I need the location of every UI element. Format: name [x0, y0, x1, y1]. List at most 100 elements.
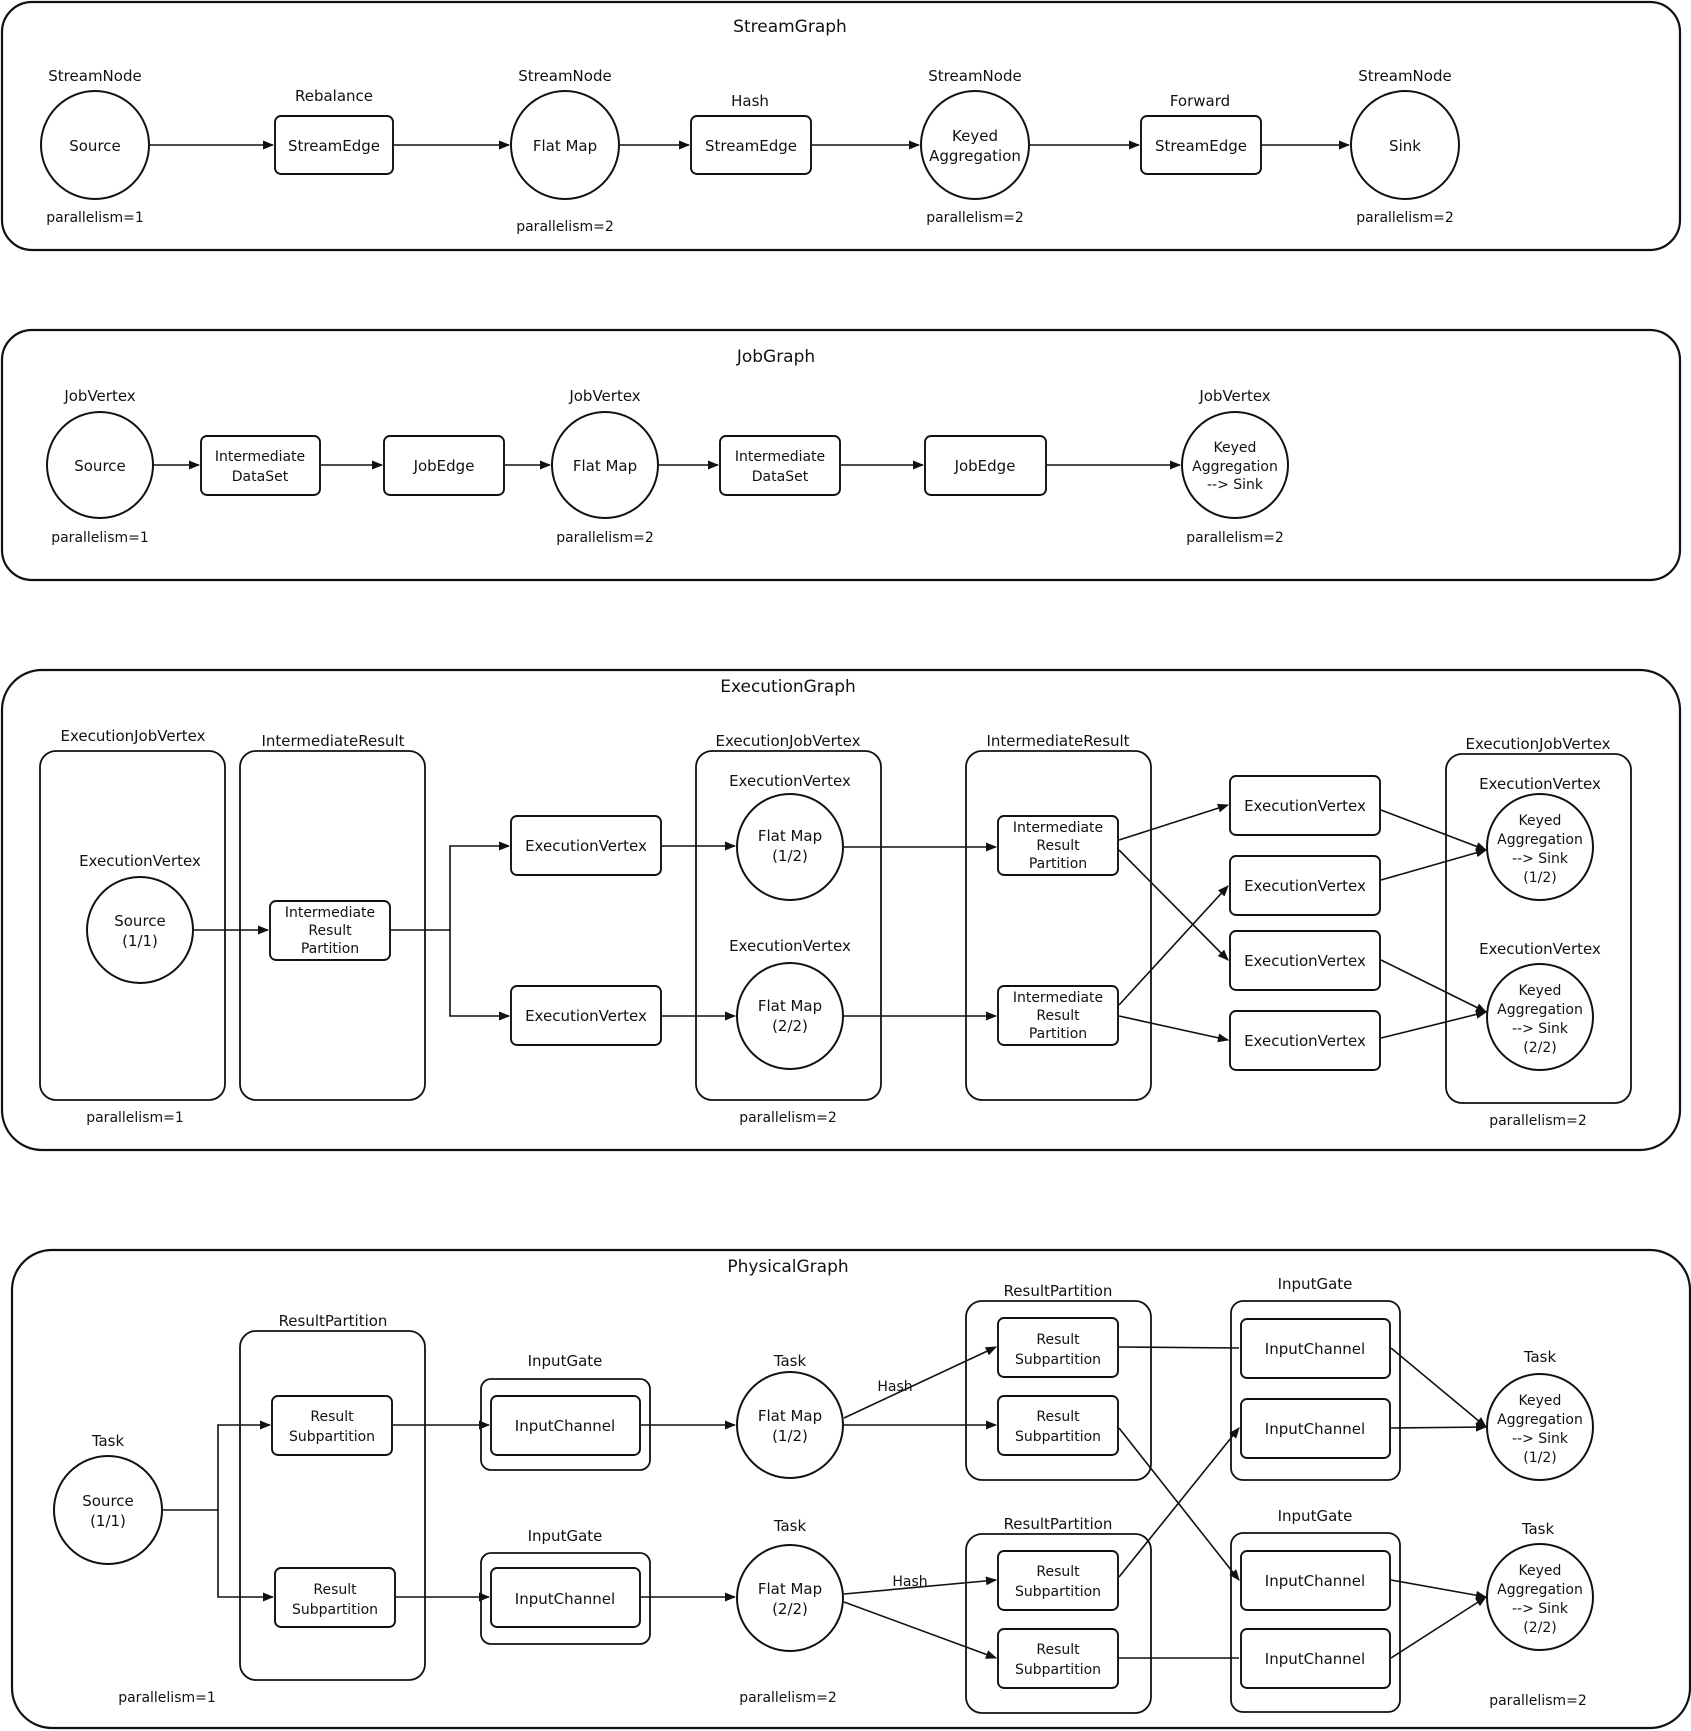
job-vertex-label-flatmap: JobVertex [568, 387, 640, 405]
input-channel-k2-2-text: InputChannel [1265, 1650, 1365, 1668]
rsp-source-1[interactable] [271, 1395, 393, 1456]
job-parallelism-source: parallelism=1 [51, 530, 149, 546]
exec-parallelism-source: parallelism=1 [86, 1110, 184, 1126]
irp-3-text-2: Result [1036, 1008, 1080, 1024]
execution-graph-arrows [194, 803, 1488, 1043]
job-ids1-text-1: Intermediate [215, 449, 305, 465]
job-edge-2-text: JobEdge [954, 457, 1016, 475]
job-graph-title: JobGraph [736, 347, 815, 367]
task-label-k2: Task [1521, 1520, 1555, 1538]
rsp-fm2-1[interactable] [997, 1550, 1119, 1611]
input-channel-k1-2[interactable] [1240, 1398, 1391, 1459]
task-flatmap-1-text-1: Flat Map [758, 1407, 822, 1425]
input-channel-fm2-text: InputChannel [515, 1590, 615, 1608]
job-parallelism-flatmap: parallelism=2 [556, 530, 654, 546]
stream-edge-label-rebalance: Rebalance [295, 87, 373, 105]
input-channel-fm1-text: InputChannel [515, 1417, 615, 1435]
task-flatmap-1-text-2: (1/2) [772, 1427, 808, 1445]
ev-right-2[interactable] [1229, 855, 1381, 916]
ev-mid-2[interactable] [510, 985, 662, 1046]
ig-label-k2: InputGate [1278, 1507, 1353, 1525]
job-vertex-keyed-sink[interactable] [1181, 411, 1289, 519]
ev-label-flatmap-2: ExecutionVertex [729, 937, 851, 955]
input-channel-fm1[interactable] [490, 1395, 641, 1456]
stream-node-keyed-text-1: Keyed [952, 127, 998, 145]
ev-right-3[interactable] [1229, 930, 1381, 991]
physical-graph-arrows [163, 1346, 1488, 1659]
stream-node-keyed[interactable] [920, 90, 1030, 200]
rsp-fm2-2[interactable] [997, 1628, 1119, 1689]
stream-node-sink[interactable] [1350, 90, 1460, 200]
irp-2[interactable] [997, 815, 1119, 876]
irp-1[interactable] [269, 900, 391, 961]
irp-3-text-1: Intermediate [1013, 990, 1103, 1006]
rsp-fm1-2-text-2: Subpartition [1015, 1429, 1101, 1445]
stream-edge-forward[interactable] [1140, 115, 1262, 175]
task-flatmap-2-text-1: Flat Map [758, 1580, 822, 1598]
job-vertex-flatmap[interactable] [551, 411, 659, 519]
intermediate-result-2[interactable] [965, 750, 1152, 1101]
job-intermediate-dataset-1[interactable] [200, 435, 321, 496]
rsp-source-2[interactable] [274, 1567, 396, 1628]
input-channel-k1-1[interactable] [1240, 1318, 1391, 1379]
ev-keyed-1-text-4: (1/2) [1523, 870, 1556, 886]
hash-label-2: Hash [892, 1574, 927, 1590]
rp-label-source: ResultPartition [279, 1312, 388, 1330]
job-ids2-text-2: DataSet [752, 469, 809, 485]
rsp-fm1-1[interactable] [997, 1317, 1119, 1378]
stream-node-flatmap[interactable] [510, 90, 620, 200]
ev-right-4-text: ExecutionVertex [1244, 1032, 1366, 1050]
job-vertex-source-text: Source [74, 457, 126, 475]
ev-label-keyed-1: ExecutionVertex [1479, 775, 1601, 793]
stream-edge-hash-text: StreamEdge [705, 137, 797, 155]
ev-right-1[interactable] [1229, 775, 1381, 836]
ev-right-4[interactable] [1229, 1010, 1381, 1071]
task-flatmap-1[interactable] [736, 1371, 844, 1479]
exec-parallelism-keyed: parallelism=2 [1489, 1113, 1587, 1129]
physical-graph-panel: PhysicalGraph Task Source (1/1) parallel… [10, 1248, 1691, 1730]
stream-node-keyed-text-2: Aggregation [929, 147, 1021, 165]
ejv-label-keyed: ExecutionJobVertex [1466, 735, 1611, 753]
ev-source-text-2: (1/1) [122, 932, 158, 950]
job-edge-2[interactable] [924, 435, 1047, 496]
job-edge-1[interactable] [383, 435, 505, 496]
stream-graph-panel: StreamGraph StreamNode Source parallelis… [0, 0, 1682, 252]
ev-source[interactable] [86, 876, 194, 984]
task-keyed-2-text-1: Keyed [1519, 1563, 1562, 1579]
rsp-fm2-2-text-2: Subpartition [1015, 1662, 1101, 1678]
rsp-source-1-text-1: Result [310, 1409, 354, 1425]
job-keyed-text-3: --> Sink [1207, 477, 1264, 493]
execution-graph-title: ExecutionGraph [720, 677, 856, 697]
stream-parallelism-flatmap: parallelism=2 [516, 219, 614, 235]
stream-node-sink-text: Sink [1389, 137, 1421, 155]
irp-2-text-2: Result [1036, 838, 1080, 854]
input-channel-fm2[interactable] [490, 1567, 641, 1628]
stream-edge-hash[interactable] [690, 115, 812, 175]
rsp-source-1-text-2: Subpartition [289, 1429, 375, 1445]
ev-label-flatmap-1: ExecutionVertex [729, 772, 851, 790]
job-vertex-source[interactable] [46, 411, 154, 519]
task-source-text-2: (1/1) [90, 1512, 126, 1530]
job-intermediate-dataset-2[interactable] [719, 435, 841, 496]
irp-3[interactable] [997, 985, 1119, 1046]
rsp-source-2-text-2: Subpartition [292, 1602, 378, 1618]
ev-keyed-2-text-4: (2/2) [1523, 1040, 1556, 1056]
ig-label-fm2: InputGate [528, 1527, 603, 1545]
input-channel-k2-2[interactable] [1240, 1628, 1391, 1689]
rsp-source-2-text-1: Result [313, 1582, 357, 1598]
stream-edge-rebalance[interactable] [274, 115, 394, 175]
ev-mid-1[interactable] [510, 815, 662, 876]
stream-node-source-text: Source [69, 137, 121, 155]
task-flatmap-2[interactable] [736, 1544, 844, 1652]
stream-node-label-source: StreamNode [48, 67, 141, 85]
task-source[interactable] [53, 1455, 163, 1565]
job-edge-1-text: JobEdge [413, 457, 475, 475]
input-channel-k2-1[interactable] [1240, 1550, 1391, 1611]
ev-flatmap-2[interactable] [736, 962, 844, 1070]
ev-flatmap-1[interactable] [736, 793, 844, 901]
stream-node-source[interactable] [40, 90, 150, 200]
stream-parallelism-keyed: parallelism=2 [926, 210, 1024, 226]
rsp-fm1-2[interactable] [997, 1395, 1119, 1456]
irp-1-text-1: Intermediate [285, 905, 375, 921]
ev-keyed-2-text-3: --> Sink [1512, 1021, 1569, 1037]
